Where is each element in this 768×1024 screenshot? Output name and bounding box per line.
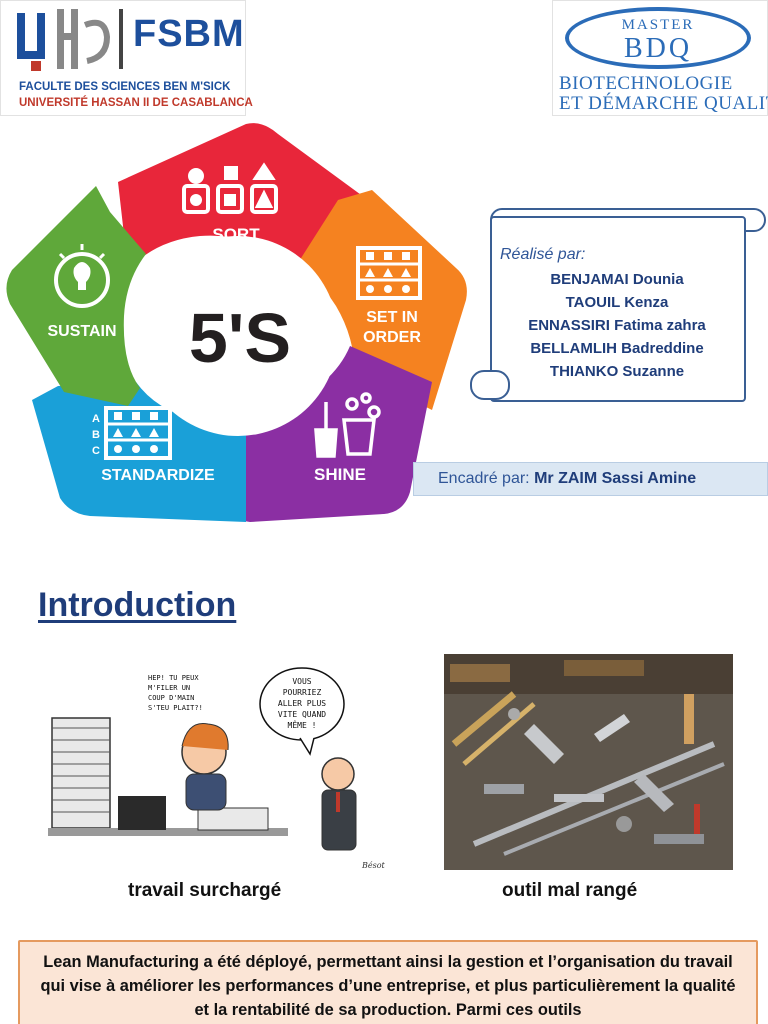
speech-bubble-left: HEP! TU PEUX M'FILER UN COUP D'MAIN S'TE… bbox=[148, 674, 203, 712]
caption-overloaded-work: travail surchargé bbox=[128, 880, 282, 901]
five-s-diagram: 5'S SORT SET IN ORDER SHINE bbox=[6, 123, 467, 522]
standardize-icon bbox=[104, 406, 172, 460]
overloaded-work-cartoon: HEP! TU PEUX M'FILER UN COUP D'MAIN S'TE… bbox=[38, 662, 398, 878]
sustain-label: SUSTAIN bbox=[47, 323, 116, 340]
svg-text:S'TEU PLAIT?!: S'TEU PLAIT?! bbox=[148, 704, 203, 712]
stressed-worker bbox=[181, 722, 229, 811]
sustain-lightbulb-icon bbox=[54, 244, 110, 308]
fsbm-logo: FSBM FACULTE DES SCIENCES BEN M'SICK UNI… bbox=[0, 0, 253, 116]
svg-text:POURRIEZ: POURRIEZ bbox=[283, 688, 322, 697]
master-bdq-logo: MASTER BDQ BIOTECHNOLOGIE ET DÉMARCHE QU… bbox=[552, 0, 768, 116]
member-name: THIANKO Suzanne bbox=[549, 363, 685, 380]
desk bbox=[48, 828, 288, 836]
sustain-segment bbox=[6, 186, 147, 406]
university-name: UNIVERSITÉ HASSAN II DE CASABLANCA bbox=[19, 97, 253, 109]
scroll-bottom-curl bbox=[470, 370, 510, 400]
svg-text:VOUS: VOUS bbox=[292, 677, 311, 686]
caption-messy-tools: outil mal rangé bbox=[502, 880, 638, 901]
boss-figure bbox=[321, 757, 357, 851]
messy-tools-photo bbox=[444, 654, 733, 870]
realise-par-label: Réalisé par: bbox=[500, 246, 586, 263]
standardize-label: STANDARDIZE bbox=[101, 467, 215, 484]
master-oval: MASTER BDQ bbox=[565, 7, 751, 69]
member-name: ENNASSIRI Fatima zahra bbox=[528, 317, 706, 334]
std-letter-c: C bbox=[92, 445, 100, 457]
credits-scroll bbox=[466, 206, 768, 406]
std-letter-b: B bbox=[92, 429, 100, 441]
member-name: BENJAMAI Dounia bbox=[550, 271, 684, 288]
svg-text:M'FILER UN: M'FILER UN bbox=[148, 684, 190, 692]
cartoon-signature: Bésot bbox=[361, 861, 386, 870]
five-s-center bbox=[138, 236, 338, 436]
shine-icon bbox=[314, 392, 381, 458]
member-name: TAOUIL Kenza bbox=[565, 294, 669, 311]
standardize-segment bbox=[32, 382, 246, 522]
svg-text:VITE QUAND: VITE QUAND bbox=[278, 710, 326, 719]
svg-text:COUP D'MAIN: COUP D'MAIN bbox=[148, 694, 194, 702]
faculty-name: FACULTE DES SCIENCES BEN M'SICK bbox=[19, 81, 231, 93]
speech-bubble-right: VOUS POURRIEZ ALLER PLUS VITE QUAND MÊME… bbox=[259, 667, 345, 756]
scroll-body bbox=[490, 216, 746, 402]
members-list: BENJAMAI Dounia TAOUIL Kenza ENNASSIRI F… bbox=[492, 268, 742, 383]
member-name: BELLAMLIH Badreddine bbox=[530, 340, 704, 357]
master-word: MASTER bbox=[621, 17, 695, 33]
computer-monitor bbox=[118, 796, 166, 830]
section-title: Introduction bbox=[38, 586, 237, 624]
svg-text:MÊME !: MÊME ! bbox=[288, 719, 317, 730]
sort-icon bbox=[182, 162, 278, 214]
paper-stack-right bbox=[197, 807, 269, 831]
svg-text:ALLER PLUS: ALLER PLUS bbox=[278, 699, 326, 708]
master-acronym: BDQ bbox=[623, 33, 693, 64]
std-letter-a: A bbox=[92, 413, 100, 425]
lean-manufacturing-box: Lean Manufacturing a été déployé, permet… bbox=[18, 940, 758, 1024]
fsbm-acronym: FSBM bbox=[133, 13, 245, 55]
set-in-order-label-1: SET IN bbox=[366, 309, 418, 326]
master-line-2: ET DÉMARCHE QUALITÉ bbox=[559, 93, 768, 114]
svg-text:HEP! TU PEUX: HEP! TU PEUX bbox=[148, 674, 199, 682]
sort-label: SORT bbox=[212, 225, 260, 244]
supervisor-label: Encadré par: bbox=[438, 470, 530, 487]
master-line-1: BIOTECHNOLOGIE bbox=[559, 73, 733, 94]
logo-divider bbox=[119, 9, 123, 69]
university-emblem-icon bbox=[17, 9, 111, 71]
supervisor-name: Mr ZAIM Sassi Amine bbox=[534, 470, 697, 487]
set-in-order-icon bbox=[356, 246, 422, 300]
paper-stack-left bbox=[51, 717, 111, 829]
five-s-center-label: 5'S bbox=[189, 299, 291, 377]
supervisor-banner: Encadré par: Mr ZAIM Sassi Amine bbox=[413, 462, 768, 496]
shine-label: SHINE bbox=[314, 465, 366, 484]
set-in-order-label-2: ORDER bbox=[363, 329, 421, 346]
